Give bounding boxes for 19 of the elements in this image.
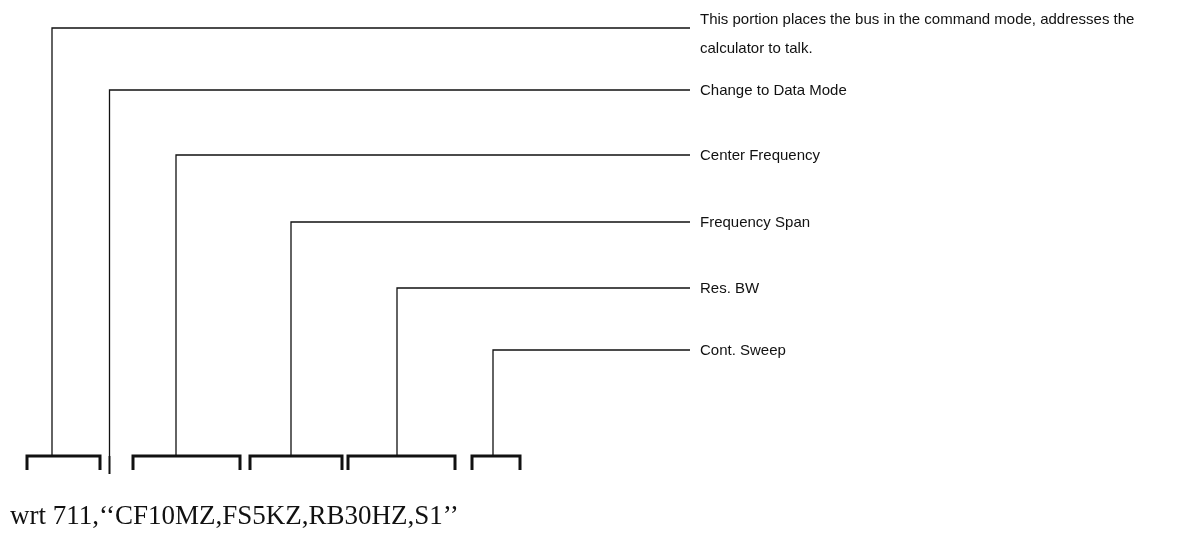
bracket [346,454,457,470]
leader-line [492,349,691,457]
leader-line [108,89,691,457]
annotation-text: Frequency Span [700,207,1180,236]
annotation-text: Center Frequency [700,140,1180,169]
bracket [25,454,102,470]
bracket [470,454,522,470]
separator-mark [108,456,111,474]
code-line: wrt 711,‘‘CF10MZ,FS5KZ,RB30HZ,S1’’ [10,500,459,531]
annotation-text: This portion places the bus in the command mode, addresses the calculator to talk. [700,4,1180,62]
annotation-text: Cont. Sweep [700,335,1180,364]
annotation-text: Res. BW [700,273,1180,302]
bracket [131,454,242,470]
leader-line [51,27,691,457]
leader-line [175,154,691,457]
annotation-text: Change to Data Mode [700,75,1180,104]
leader-line [396,287,691,457]
leader-line [290,221,691,457]
bracket [248,454,344,470]
